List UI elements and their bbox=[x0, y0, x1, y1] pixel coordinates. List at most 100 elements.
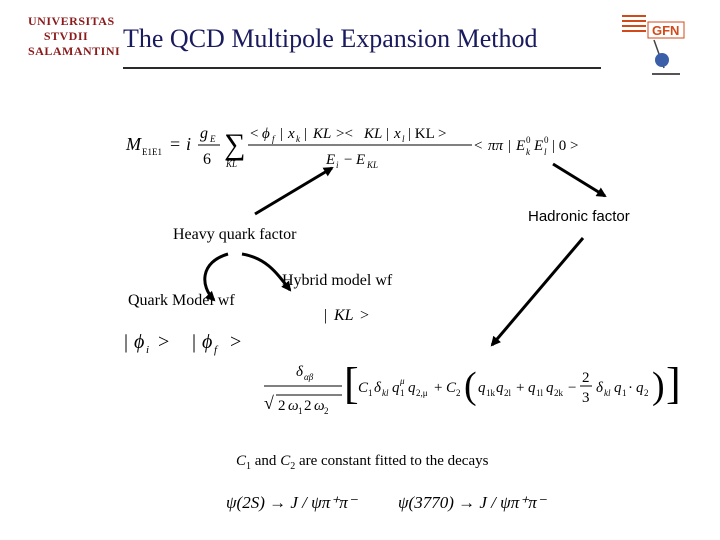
svg-text:f: f bbox=[272, 134, 276, 144]
svg-text:αβ: αβ bbox=[304, 372, 314, 382]
svg-text:δ: δ bbox=[596, 380, 604, 396]
gfn-text: GFN bbox=[652, 23, 679, 38]
svg-text:| KL >: | KL > bbox=[408, 126, 446, 142]
kl-ket: | KL > bbox=[324, 307, 369, 324]
svg-text:<: < bbox=[474, 138, 482, 154]
svg-text:kl: kl bbox=[382, 388, 389, 398]
svg-text:E1E1: E1E1 bbox=[142, 147, 162, 157]
svg-text:ϕ: ϕ bbox=[202, 331, 212, 353]
svg-text:k: k bbox=[526, 147, 531, 157]
svg-text:[: [ bbox=[344, 359, 359, 408]
gfn-logo: GFN bbox=[618, 10, 694, 80]
c2-symbol: C bbox=[280, 453, 291, 469]
svg-text:1l: 1l bbox=[536, 388, 544, 398]
decay-psi2s: ψ(2S) → J / ψπ⁺π⁻ bbox=[226, 493, 357, 512]
note-rest: are constant fitted to the decays bbox=[295, 453, 489, 469]
svg-text:]: ] bbox=[666, 359, 681, 408]
svg-text:| 0 >: | 0 > bbox=[552, 138, 578, 154]
svg-text:f: f bbox=[214, 344, 219, 356]
svg-text:0: 0 bbox=[544, 135, 549, 145]
svg-text:1: 1 bbox=[400, 388, 405, 398]
svg-text:|: | bbox=[324, 307, 327, 324]
curved-arrow-quark-model bbox=[203, 252, 229, 302]
svg-text:|: | bbox=[304, 126, 307, 142]
svg-text:i: i bbox=[336, 160, 339, 170]
svg-text:i: i bbox=[186, 134, 191, 154]
svg-text:|: | bbox=[508, 138, 511, 154]
curved-arrow-hybrid-model bbox=[241, 252, 292, 292]
svg-text:q: q bbox=[614, 380, 622, 396]
c2-subscript: 2 bbox=[290, 461, 296, 472]
svg-text:i: i bbox=[146, 344, 149, 356]
svg-text:KL: KL bbox=[312, 126, 331, 142]
svg-text:1: 1 bbox=[368, 388, 373, 398]
svg-text:C: C bbox=[446, 380, 457, 396]
svg-text:M: M bbox=[125, 134, 142, 154]
svg-text:x: x bbox=[393, 126, 401, 142]
svg-text:q: q bbox=[528, 380, 536, 396]
svg-text:0: 0 bbox=[526, 135, 531, 145]
svg-text:KL: KL bbox=[333, 307, 354, 324]
svg-text:(: ( bbox=[464, 365, 477, 407]
svg-text:>: > bbox=[158, 331, 169, 353]
university-logo: UNIVERSITAS STVDII SALAMANTINI bbox=[28, 14, 121, 72]
svg-text:+: + bbox=[516, 380, 524, 396]
svg-text:>: > bbox=[230, 331, 241, 353]
logo-line-3: SALAMANTINI bbox=[28, 44, 121, 58]
svg-text:KL: KL bbox=[366, 160, 378, 170]
svg-text:q: q bbox=[546, 380, 554, 396]
svg-text:l: l bbox=[402, 134, 405, 144]
svg-text:2: 2 bbox=[456, 388, 461, 398]
svg-text:KL: KL bbox=[363, 126, 382, 142]
svg-text:x: x bbox=[287, 126, 295, 142]
svg-text:g: g bbox=[200, 125, 208, 142]
svg-text:E: E bbox=[533, 138, 543, 154]
svg-text:E: E bbox=[209, 134, 216, 144]
logo-line-2: STVDII bbox=[43, 29, 89, 43]
svg-text:δ: δ bbox=[296, 364, 304, 380]
svg-text:q: q bbox=[478, 380, 486, 396]
svg-text:=: = bbox=[170, 134, 180, 154]
svg-text:2k: 2k bbox=[554, 388, 564, 398]
svg-text:δ: δ bbox=[374, 380, 382, 396]
svg-text:2: 2 bbox=[304, 398, 312, 414]
svg-text:∑: ∑ bbox=[224, 128, 245, 161]
svg-text:1: 1 bbox=[622, 388, 627, 398]
gfn-logo-graphic: GFN bbox=[622, 15, 685, 75]
svg-text:E: E bbox=[515, 138, 525, 154]
slide-title: The QCD Multipole Expansion Method bbox=[123, 24, 538, 53]
c1-subscript: 1 bbox=[246, 461, 252, 472]
svg-text:μ: μ bbox=[399, 376, 405, 386]
heavy-quark-factor-label: Heavy quark factor bbox=[173, 226, 297, 243]
svg-text:2: 2 bbox=[582, 370, 590, 386]
decay-psi3770: ψ(3770) → J / ψπ⁺π⁻ bbox=[398, 493, 546, 512]
svg-text:><: >< bbox=[336, 126, 353, 142]
constants-note: C1 and C2 are constant fitted to the dec… bbox=[236, 453, 488, 472]
note-and: and bbox=[251, 453, 281, 469]
svg-text:+: + bbox=[434, 380, 442, 396]
svg-text:E: E bbox=[325, 152, 335, 168]
hybrid-model-label: Hybrid model wf bbox=[282, 272, 393, 289]
svg-text:q: q bbox=[496, 380, 504, 396]
svg-text:−: − bbox=[344, 152, 352, 168]
svg-text:q: q bbox=[636, 380, 644, 396]
svg-text:2: 2 bbox=[324, 406, 329, 416]
svg-text:): ) bbox=[652, 365, 665, 407]
svg-text:KL: KL bbox=[225, 159, 237, 169]
svg-text:|: | bbox=[280, 126, 283, 142]
amplitude-formula: M E1E1 = i g E 6 ∑ KL < ϕ f | x k | KL >… bbox=[125, 125, 578, 170]
svg-text:l: l bbox=[544, 147, 547, 157]
svg-text:C: C bbox=[358, 380, 369, 396]
arrow-to-hadronic-term bbox=[490, 237, 585, 347]
svg-text:|: | bbox=[386, 126, 389, 142]
svg-text:|: | bbox=[124, 331, 128, 353]
svg-text:2l: 2l bbox=[504, 388, 512, 398]
svg-text:ω: ω bbox=[314, 398, 325, 414]
svg-text:E: E bbox=[355, 152, 365, 168]
svg-text:kl: kl bbox=[604, 388, 611, 398]
svg-text:<: < bbox=[250, 126, 258, 142]
svg-text:ππ: ππ bbox=[488, 138, 504, 154]
arrow-to-hadronic bbox=[552, 162, 607, 198]
c1-symbol: C bbox=[236, 453, 247, 469]
